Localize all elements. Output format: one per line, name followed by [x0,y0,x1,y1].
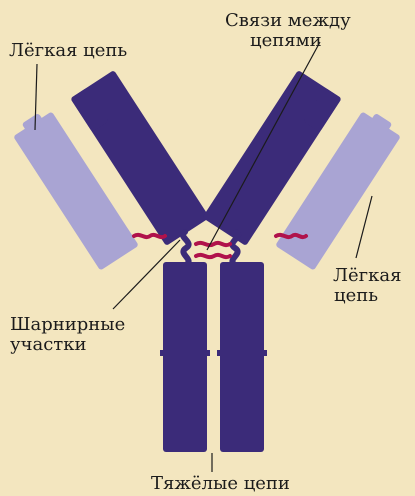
right-heavy-stem [217,262,267,452]
label-light-chain-right-line2: цепь [334,285,378,306]
label-bonds-line1: Связи между [225,10,351,31]
left-heavy-stem [160,262,210,452]
label-light-chain-right-line1: Лёгкая [333,265,401,286]
heavy-heavy-bonds [196,243,230,257]
left-light-heavy-bond [134,235,165,237]
label-bonds-line2: цепями [250,30,322,51]
right-light-heavy-bond [276,235,306,237]
left-hinge [183,232,189,265]
label-hinge-line1: Шарнирные [10,314,125,335]
label-light-chain-left: Лёгкая цепь [9,40,127,61]
label-hinge-line2: участки [10,334,87,355]
label-heavy-chains: Тяжёлые цепи [151,473,290,494]
leader-light-right [356,196,372,258]
